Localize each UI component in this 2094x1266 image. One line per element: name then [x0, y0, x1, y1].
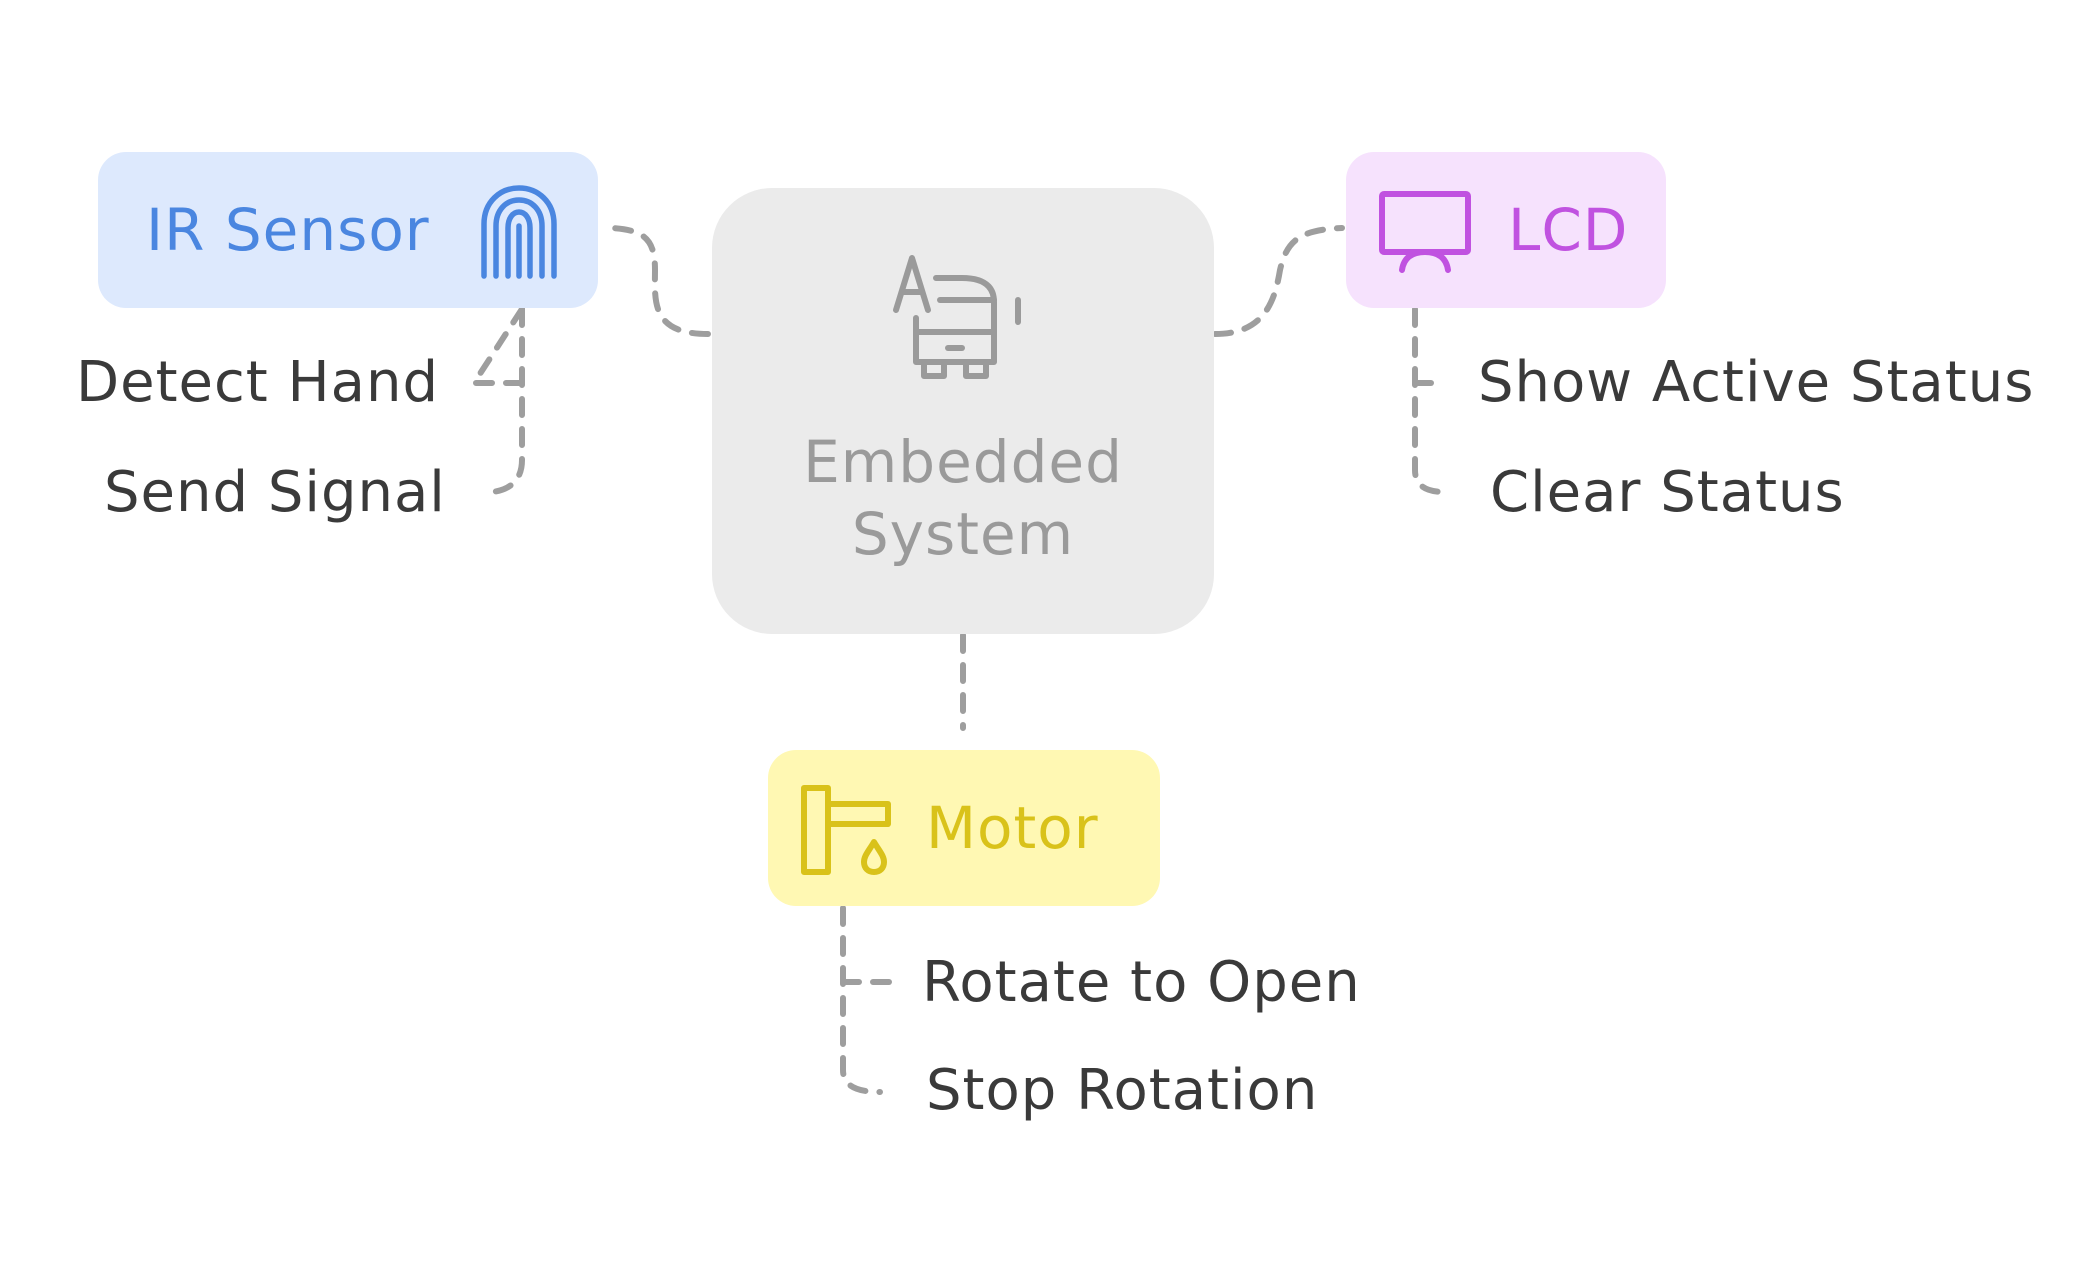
connector-ir-trunk: [489, 306, 525, 495]
lcd-label: LCD: [1508, 196, 1629, 264]
bus-icon: [893, 255, 1021, 379]
connector-center-ir: [609, 225, 711, 337]
fingerprint-icon: [481, 185, 557, 279]
ir-sensor-label: IR Sensor: [146, 196, 430, 264]
center-label-line1: Embedded: [803, 428, 1123, 496]
ir-child-detect-hand: Detect Hand: [76, 350, 439, 415]
lcd-node[interactable]: LCD: [1346, 152, 1666, 308]
ir-sensor-node[interactable]: IR Sensor: [98, 152, 598, 308]
lcd-child-clear-status: Clear Status: [1490, 460, 1845, 525]
center-node[interactable]: Embedded System: [712, 188, 1214, 634]
connector-lcd-trunk: [1412, 306, 1448, 495]
motor-child-stop-rotation: Stop Rotation: [926, 1058, 1319, 1123]
ir-child-send-signal: Send Signal: [104, 460, 446, 525]
motor-label: Motor: [926, 794, 1099, 862]
motor-node[interactable]: Motor: [768, 750, 1160, 906]
connector-ir-detect: [471, 306, 525, 386]
faucet-icon: [801, 785, 891, 875]
lcd-child-show-active-status: Show Active Status: [1478, 350, 2035, 415]
center-label-line2: System: [851, 500, 1075, 568]
connector-motor-trunk: [840, 905, 883, 1095]
motor-child-rotate-to-open: Rotate to Open: [922, 950, 1361, 1015]
connector-center-lcd: [1212, 225, 1345, 337]
monitor-icon: [1379, 191, 1471, 273]
